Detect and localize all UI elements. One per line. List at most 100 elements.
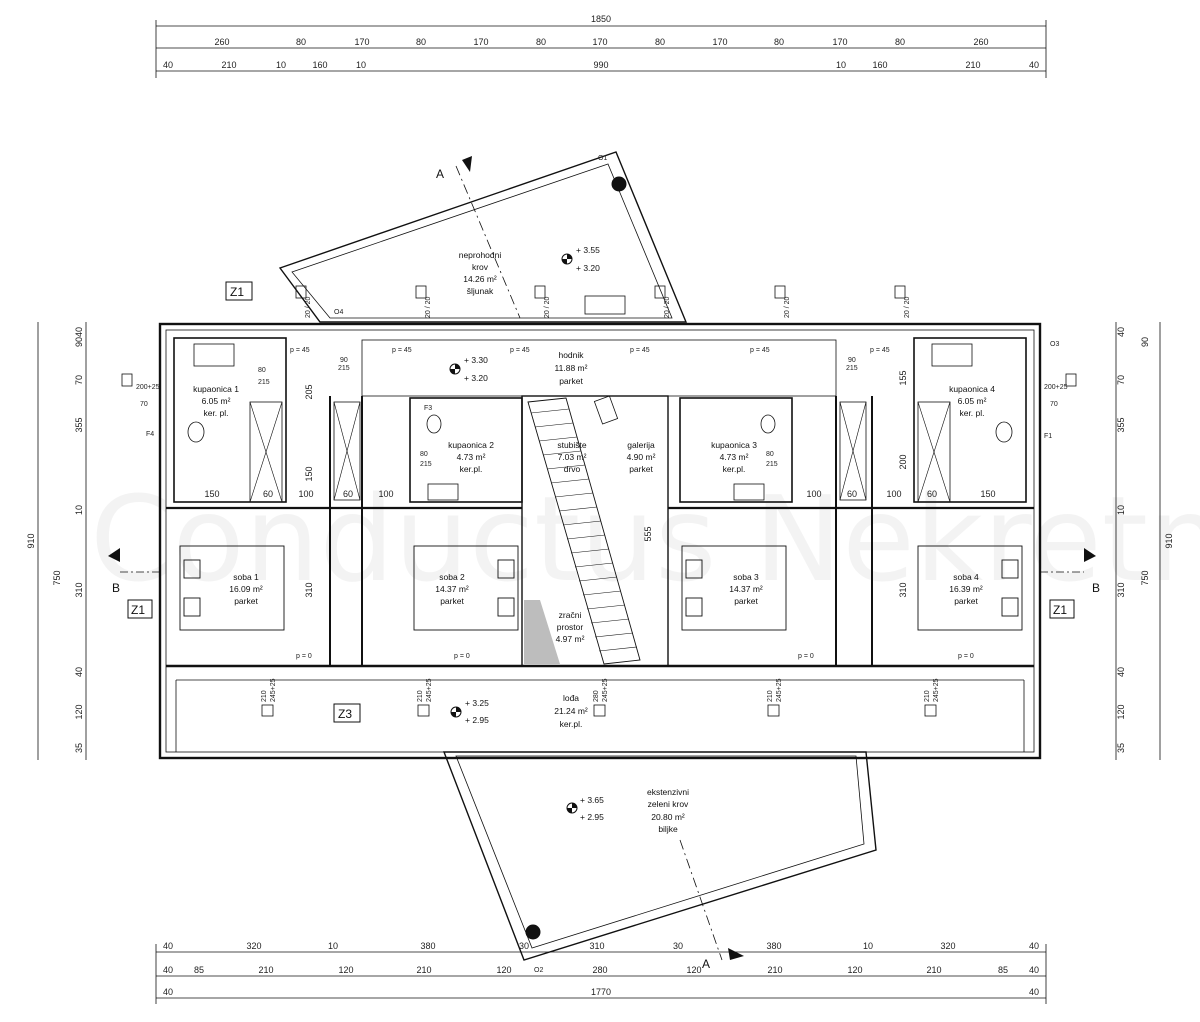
svg-text:750: 750: [52, 570, 62, 585]
level-loggia: + 3.25 + 2.95: [450, 698, 489, 725]
svg-text:40: 40: [1029, 941, 1039, 951]
svg-text:10: 10: [1116, 505, 1126, 515]
svg-text:380: 380: [420, 941, 435, 951]
svg-text:neprohodni: neprohodni: [459, 250, 502, 260]
svg-text:40: 40: [74, 327, 84, 337]
svg-text:Z1: Z1: [1053, 603, 1067, 617]
svg-text:70: 70: [1116, 375, 1126, 385]
room-bath4: kupaonica 4 6.05 m² ker. pl.: [949, 384, 995, 418]
svg-text:hodnik: hodnik: [558, 350, 584, 360]
svg-text:215: 215: [420, 461, 432, 468]
interior-dimensions: 150 60 100 60 100 100 60 100 60 150 205 …: [204, 370, 995, 597]
roof-top-outline: [278, 151, 688, 323]
svg-text:10: 10: [356, 60, 366, 70]
svg-text:B: B: [112, 581, 120, 595]
svg-text:soba 1: soba 1: [233, 572, 259, 582]
svg-text:200: 200: [898, 454, 908, 469]
svg-text:kupaonica 3: kupaonica 3: [711, 440, 757, 450]
svg-text:lođa: lođa: [563, 693, 579, 703]
svg-text:310: 310: [1116, 582, 1126, 597]
svg-text:210: 210: [924, 690, 931, 702]
svg-text:200+25: 200+25: [1044, 384, 1068, 391]
z-tag-labels: Z1 Z1 Z1 Z3: [131, 285, 1067, 721]
svg-text:160: 160: [872, 60, 887, 70]
svg-text:80: 80: [258, 367, 266, 374]
svg-text:20 / 20: 20 / 20: [904, 296, 911, 318]
svg-text:320: 320: [940, 941, 955, 951]
room-green-roof: ekstenzivni zeleni krov 20.80 m² biljke: [647, 787, 689, 834]
svg-text:ker.pl.: ker.pl.: [723, 464, 746, 474]
svg-text:990: 990: [593, 60, 608, 70]
room-gallery: galerija 4.90 m² parket: [627, 440, 656, 474]
svg-text:kupaonica 1: kupaonica 1: [193, 384, 239, 394]
section-a-arrow-icon: [462, 156, 472, 172]
level-roof-top: + 3.55 + 3.20: [561, 245, 626, 315]
svg-text:B: B: [1092, 581, 1100, 595]
svg-text:30: 30: [673, 941, 683, 951]
dim-top-row1: 260 80 170 80 170 80 170 80 170 80 170 8…: [214, 37, 988, 47]
svg-text:100: 100: [378, 489, 393, 499]
svg-text:10: 10: [276, 60, 286, 70]
svg-text:70: 70: [74, 375, 84, 385]
svg-text:70: 70: [140, 401, 148, 408]
svg-text:11.88 m²: 11.88 m²: [555, 363, 588, 373]
svg-text:80: 80: [774, 37, 784, 47]
top-wall-vents: [121, 285, 1077, 387]
svg-text:320: 320: [246, 941, 261, 951]
svg-text:750: 750: [1140, 570, 1150, 585]
svg-text:stubište: stubište: [557, 440, 587, 450]
svg-text:85: 85: [998, 965, 1008, 975]
svg-text:35: 35: [1116, 743, 1126, 753]
svg-text:120: 120: [1116, 704, 1126, 719]
svg-text:280: 280: [592, 965, 607, 975]
level-green-roof: + 3.65 + 2.95: [566, 795, 604, 822]
svg-text:+ 3.65: + 3.65: [580, 795, 604, 805]
svg-text:Z1: Z1: [230, 285, 244, 299]
svg-text:100: 100: [298, 489, 313, 499]
svg-text:Z1: Z1: [131, 603, 145, 617]
svg-text:16.09 m²: 16.09 m²: [229, 584, 263, 594]
svg-text:80: 80: [296, 37, 306, 47]
svg-text:310: 310: [589, 941, 604, 951]
section-a-bottom: A: [702, 957, 710, 971]
svg-text:245+25: 245+25: [602, 678, 609, 702]
z-tags: [127, 281, 1075, 723]
svg-text:80: 80: [416, 37, 426, 47]
svg-text:60: 60: [847, 489, 857, 499]
svg-text:40: 40: [1116, 327, 1126, 337]
dim-bottom-row1: 40 320 10 380 30 310 30 380 10 320 40: [163, 941, 1039, 951]
watermark: Conductus Nekretnine: [90, 470, 1200, 608]
room-roof-top: neprohodni krov 14.26 m² šljunak: [459, 250, 502, 296]
dim-bottom-total: 40 1770 40: [163, 987, 1039, 997]
svg-text:kupaonica 2: kupaonica 2: [448, 440, 494, 450]
svg-text:70: 70: [1050, 401, 1058, 408]
svg-text:80: 80: [420, 451, 428, 458]
svg-text:+ 3.20: + 3.20: [576, 263, 600, 273]
section-a-top: A: [436, 167, 444, 181]
svg-text:14.37 m²: 14.37 m²: [729, 584, 763, 594]
side-dimensions: [37, 322, 1161, 760]
dim-left-inner: 40 90 70 355 10 750 310 40 120 35: [52, 327, 84, 753]
marker-o2: O2: [534, 967, 543, 974]
svg-text:245+25: 245+25: [776, 678, 783, 702]
svg-text:210: 210: [767, 965, 782, 975]
svg-text:6.05 m²: 6.05 m²: [202, 396, 231, 406]
svg-text:40: 40: [74, 667, 84, 677]
svg-text:245+25: 245+25: [426, 678, 433, 702]
svg-text:30: 30: [519, 941, 529, 951]
svg-text:60: 60: [343, 489, 353, 499]
svg-text:p = 45: p = 45: [870, 347, 890, 354]
svg-text:90: 90: [74, 337, 84, 347]
svg-text:260: 260: [973, 37, 988, 47]
svg-text:p = 0: p = 0: [454, 653, 470, 660]
svg-text:210: 210: [965, 60, 980, 70]
room-stairs: stubište 7.03 m² drvo: [557, 440, 587, 474]
stair-treads: [530, 408, 638, 652]
svg-text:245+25: 245+25: [933, 678, 940, 702]
airspace-shade: [524, 600, 560, 664]
svg-text:40: 40: [163, 965, 173, 975]
level-hallway: + 3.30 + 3.20: [449, 355, 488, 383]
door-labels: 90 215 90 215 80 215 80 215 80 215 70 20…: [136, 357, 1068, 468]
dim-top-total: 1850: [591, 14, 611, 24]
